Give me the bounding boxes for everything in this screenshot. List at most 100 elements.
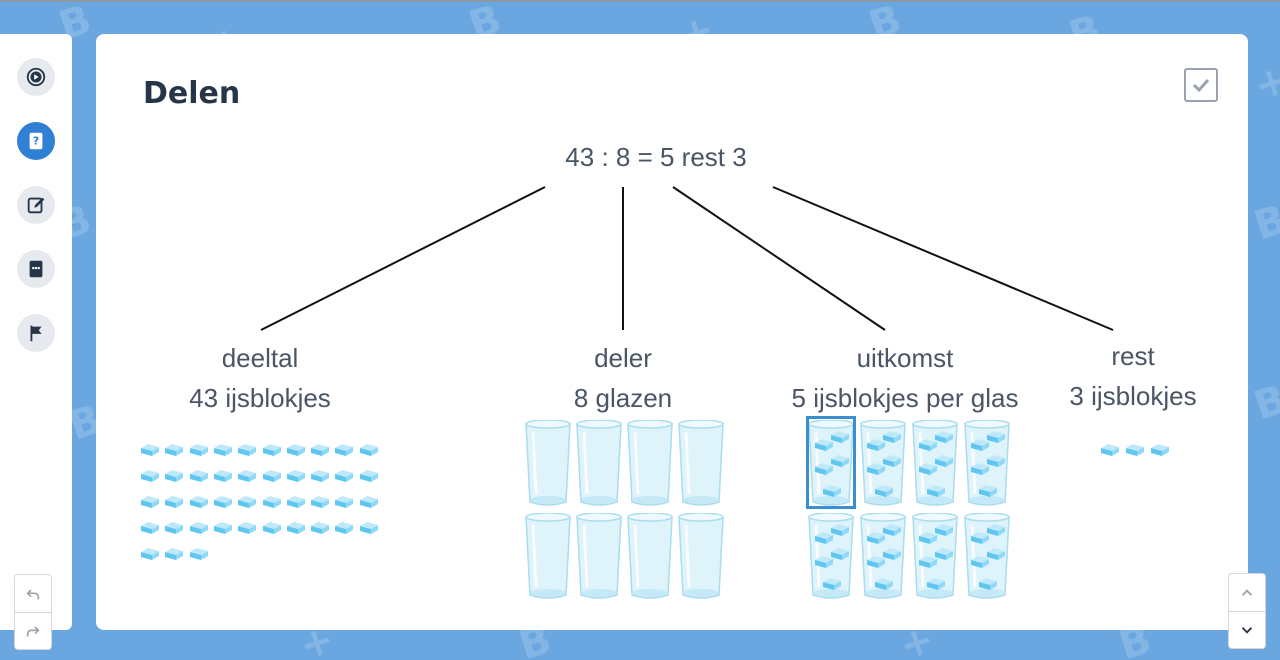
ice-cube-in-glass	[925, 482, 947, 498]
ice-cube	[358, 441, 380, 457]
sidebar-item-discussion[interactable]	[17, 250, 55, 288]
ice-cube	[285, 493, 307, 509]
scroll-down-button[interactable]	[1229, 611, 1265, 648]
ice-cube-in-glass	[969, 553, 991, 569]
part-name-rest: rest	[1111, 341, 1155, 371]
ice-cube-in-glass	[969, 460, 991, 476]
ice-cube	[358, 467, 380, 483]
redo-button[interactable]	[15, 612, 51, 649]
ice-cube	[163, 467, 185, 483]
ice-cube	[236, 467, 258, 483]
ice-cube	[212, 441, 234, 457]
ice-cube-rest	[1099, 441, 1121, 457]
ice-cube	[261, 519, 283, 535]
connector-line-deeltal	[260, 186, 546, 331]
complete-checkbox[interactable]	[1184, 68, 1218, 102]
ice-cube-in-glass	[985, 521, 1007, 537]
ice-cube	[139, 467, 161, 483]
ice-cube-in-glass	[821, 482, 843, 498]
ice-cube	[163, 441, 185, 457]
ice-cube-in-glass	[969, 436, 991, 452]
ice-cube-in-glass	[933, 428, 955, 444]
ice-cube-in-glass	[829, 521, 851, 537]
ice-cube	[358, 493, 380, 509]
svg-text:?: ?	[33, 135, 39, 148]
ice-cube-in-glass	[985, 452, 1007, 468]
glass	[575, 512, 623, 599]
label-uitkomst: uitkomst 5 ijsblokjes per glas	[755, 338, 1055, 418]
check-icon	[1192, 78, 1210, 93]
label-deler: deler 8 glazen	[523, 338, 723, 418]
ice-cube	[188, 467, 210, 483]
edit-icon	[27, 197, 45, 214]
part-name-deler: deler	[594, 343, 652, 373]
part-description-deler: 8 glazen	[573, 383, 673, 413]
glass	[626, 512, 674, 599]
ice-cube	[333, 493, 355, 509]
ice-cube-in-glass	[917, 553, 939, 569]
ice-cube	[261, 467, 283, 483]
ice-cube	[139, 441, 161, 457]
ice-cube	[309, 519, 331, 535]
sidebar-item-instruction[interactable]: ?	[17, 122, 55, 160]
ice-cube-in-glass	[933, 545, 955, 561]
flag-icon	[30, 325, 42, 342]
ice-cube-in-glass	[865, 553, 887, 569]
chevron-down-icon	[1241, 627, 1253, 634]
ice-cube-in-glass	[985, 428, 1007, 444]
selected-glass-highlight	[806, 416, 856, 509]
glass	[575, 419, 623, 506]
ice-cube	[261, 493, 283, 509]
ice-cube-in-glass	[829, 545, 851, 561]
undo-button[interactable]	[15, 575, 51, 612]
ice-cube-in-glass	[865, 436, 887, 452]
ice-cube-in-glass	[977, 482, 999, 498]
ice-cube	[212, 467, 234, 483]
ice-cube	[236, 441, 258, 457]
ice-cube	[333, 519, 355, 535]
glass	[524, 419, 572, 506]
scroll-controls	[1228, 573, 1266, 649]
ice-cube	[309, 493, 331, 509]
ice-cube	[261, 441, 283, 457]
page-title: Delen	[143, 76, 241, 111]
ice-cube	[333, 467, 355, 483]
sidebar-item-play[interactable]	[17, 58, 55, 96]
glass	[677, 512, 725, 599]
glass	[524, 512, 572, 599]
ice-cube	[139, 545, 161, 561]
ice-cube	[188, 441, 210, 457]
ice-cube	[139, 493, 161, 509]
ice-cube-in-glass	[917, 529, 939, 545]
ice-cube-in-glass	[881, 452, 903, 468]
ice-cube-in-glass	[881, 545, 903, 561]
ice-cube-in-glass	[933, 452, 955, 468]
part-description-deeltal: 43 ijsblokjes	[189, 383, 331, 413]
content-panel: Delen 43 : 8 = 5 rest 3 deeltal 43 ijsbl…	[96, 34, 1248, 630]
redo-icon	[26, 626, 40, 637]
ice-cube-in-glass	[933, 521, 955, 537]
ice-cube-in-glass	[873, 482, 895, 498]
ice-cube-in-glass	[821, 575, 843, 591]
undo-redo-group	[14, 574, 52, 650]
ice-cube-in-glass	[829, 452, 851, 468]
ice-cube-in-glass	[881, 521, 903, 537]
question-book-icon: ?	[29, 132, 43, 150]
sidebar: ?	[0, 34, 72, 650]
ice-cube	[358, 519, 380, 535]
ice-cube	[309, 467, 331, 483]
sidebar-item-exercise[interactable]	[17, 186, 55, 224]
ice-cube-in-glass	[813, 553, 835, 569]
ice-cube-in-glass	[985, 545, 1007, 561]
ice-cube-in-glass	[977, 575, 999, 591]
ice-cube-in-glass	[925, 575, 947, 591]
ice-cube	[285, 441, 307, 457]
scroll-up-button[interactable]	[1229, 574, 1265, 611]
ice-cube	[236, 519, 258, 535]
ice-cube-in-glass	[865, 529, 887, 545]
ice-cube-rest	[1149, 441, 1171, 457]
sidebar-item-finish[interactable]	[17, 314, 55, 352]
ice-cube-in-glass	[829, 428, 851, 444]
ice-cube-in-glass	[917, 436, 939, 452]
ice-cube-in-glass	[917, 460, 939, 476]
